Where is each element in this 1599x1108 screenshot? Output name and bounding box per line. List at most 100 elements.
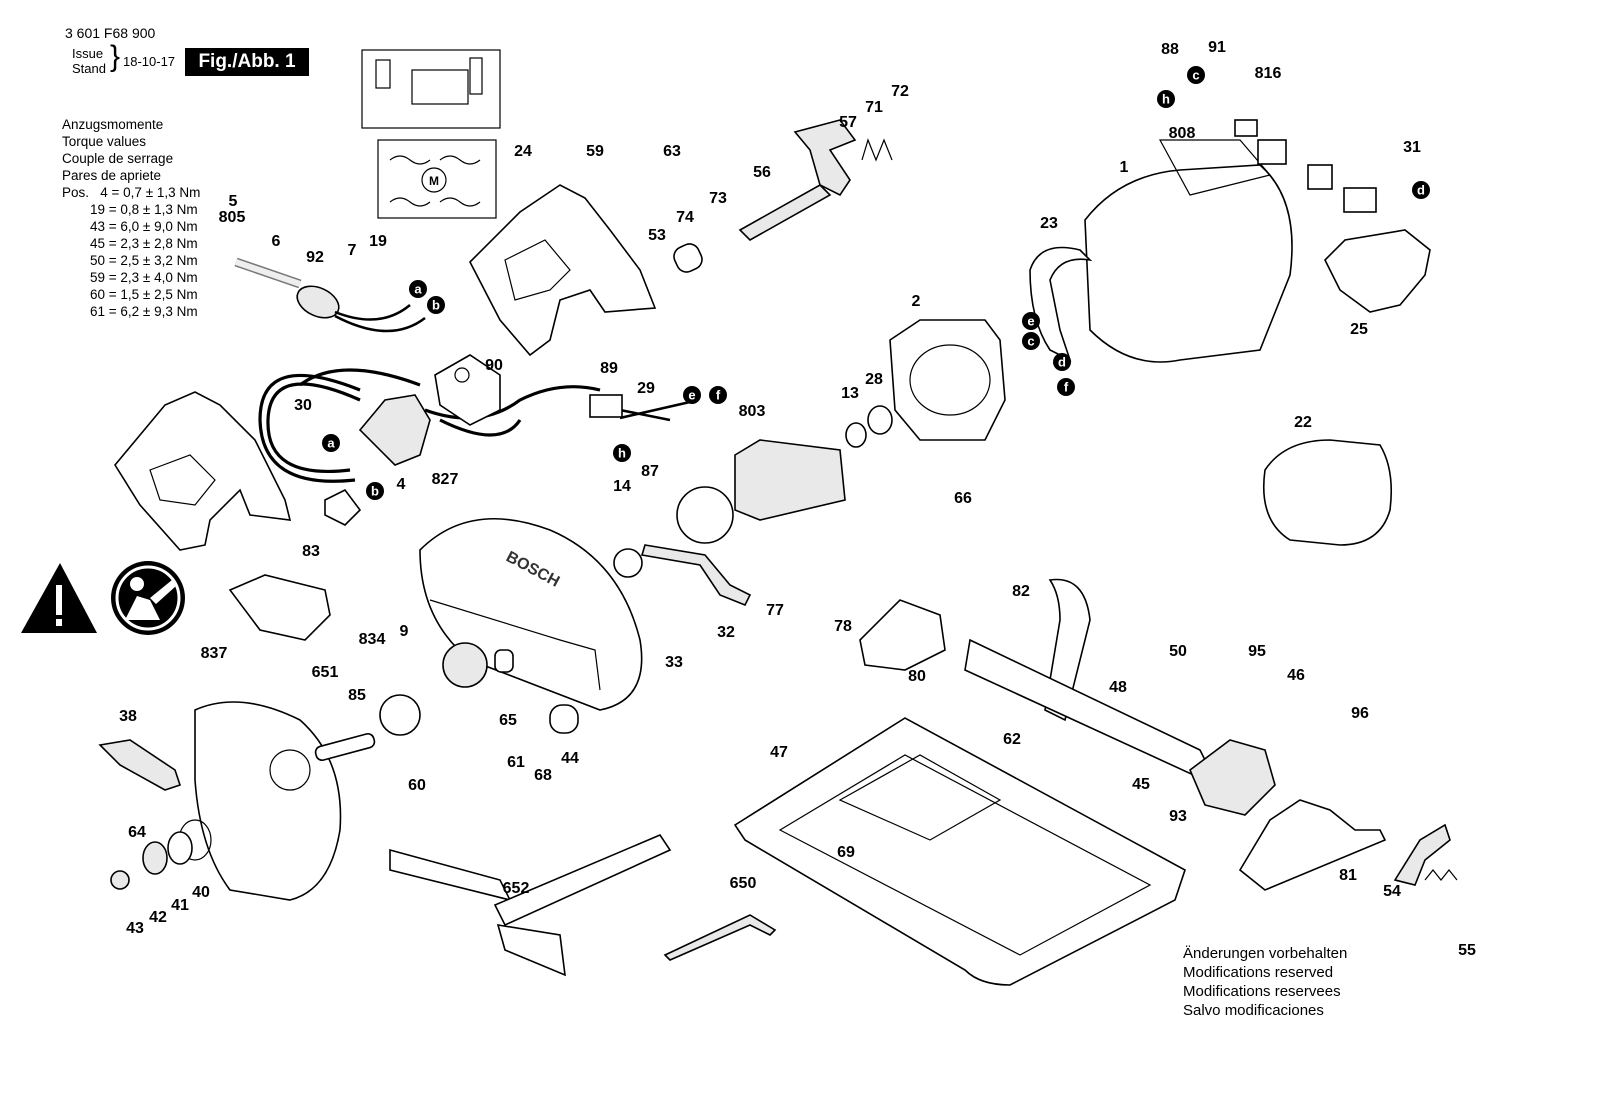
callout-93: 93 [1169,808,1187,825]
handle-half-lower [114,391,292,551]
callout-95: 95 [1248,643,1266,660]
motor-label: M [429,174,439,188]
issue-date: 18-10-17 [123,54,176,69]
motor-housing [1084,164,1293,363]
connector-letter-e: e [688,388,695,403]
torque-row: 19 = 0,8 ± 1,3 Nm [90,202,198,217]
callout-7: 7 [348,242,357,259]
connector-marker-a [322,434,340,452]
callout-44: 44 [561,750,579,767]
torque-title-es: Pares de apriete [62,168,162,183]
connector-letter-f: f [1064,380,1069,395]
terminal-block [589,394,623,418]
callout-42: 42 [149,909,167,926]
angle-segment [1189,739,1276,816]
callout-73: 73 [709,190,727,207]
callout-834: 834 [359,631,386,648]
brush-cap [1324,229,1431,313]
connector-marker-c [1187,66,1205,84]
callout-30: 30 [294,397,312,414]
callout-72: 72 [891,83,909,100]
bevel-bracket-rear [1238,799,1387,891]
connector-letter-a: a [327,436,335,451]
callout-816: 816 [1255,65,1282,82]
callout-40: 40 [192,884,210,901]
torque-title-en: Torque values [62,134,147,149]
callout-90: 90 [485,357,503,374]
wiring-schematic: M [361,49,501,219]
callout-33: 33 [665,654,683,671]
connector-marker-b [427,296,445,314]
connector-letter-b: b [432,298,440,313]
power-cable [234,257,426,333]
callout-61: 61 [507,754,525,771]
allen-key [663,914,777,961]
bearing [494,649,514,673]
torque-row: 59 = 2,3 ± 4,0 Nm [90,270,198,285]
connector-marker-h [613,444,631,462]
stand-label: Stand [72,61,106,76]
electronic-module [434,354,501,426]
callout-65: 65 [499,712,517,729]
callout-41: 41 [171,897,189,914]
connector-marker-f [709,386,727,404]
gear [442,642,488,688]
callout-96: 96 [1351,705,1369,722]
callout-45: 45 [1132,776,1150,793]
callout-77: 77 [766,602,784,619]
guide-rail [964,638,1212,779]
callout-803: 803 [739,403,766,420]
parallel-guide [389,848,512,902]
callout-805: 805 [219,209,246,226]
callout-78: 78 [834,618,852,635]
field-stator [889,319,1006,441]
threaded-spindle [738,184,832,241]
modifications-note: Änderungen vorbehalten Modifications res… [1183,945,1348,1019]
callout-81: 81 [1339,867,1357,884]
callout-14: 14 [613,478,631,495]
rear-cover [1262,439,1393,546]
callout-50: 50 [1169,643,1187,660]
connector-letter-h: h [618,446,626,461]
callout-652: 652 [503,880,530,897]
part-number: 3 601 F68 900 [65,25,156,41]
connector-marker-c [1022,332,1040,350]
callout-25: 25 [1350,321,1368,338]
callout-56: 56 [753,164,771,181]
callout-808: 808 [1169,125,1196,142]
callout-71: 71 [865,99,883,116]
callout-23: 23 [1040,215,1058,232]
callout-32: 32 [717,624,735,641]
connector-marker-b [366,482,384,500]
brace: } [110,40,121,73]
callout-63: 63 [663,143,681,160]
connector-letter-f: f [716,388,721,403]
connector-marker-h [1157,90,1175,108]
callout-19: 19 [369,233,387,250]
callout-87: 87 [641,463,659,480]
torque-row: 45 = 2,3 ± 2,8 Nm [90,236,198,251]
callout-651: 651 [312,664,339,681]
callout-4: 4 [397,476,406,493]
callout-9: 9 [400,623,409,640]
clamping-lever [98,739,182,791]
callout-6: 6 [272,233,281,250]
callout-31: 31 [1403,139,1421,156]
callout-29: 29 [637,380,655,397]
connector-letter-d: d [1417,183,1425,198]
connector-letter-h: h [1162,92,1170,107]
callout-22: 22 [1294,414,1312,431]
lever-57-upper [793,119,857,197]
spindle [314,733,376,761]
lower-blade-guard [194,701,342,901]
callout-62: 62 [1003,731,1021,748]
callout-827: 827 [432,471,459,488]
callout-24: 24 [514,143,532,160]
callout-59: 59 [586,143,604,160]
callout-48: 48 [1109,679,1127,696]
handle-half-upper [469,184,657,357]
callout-46: 46 [1287,667,1305,684]
wire-harness [258,368,691,483]
